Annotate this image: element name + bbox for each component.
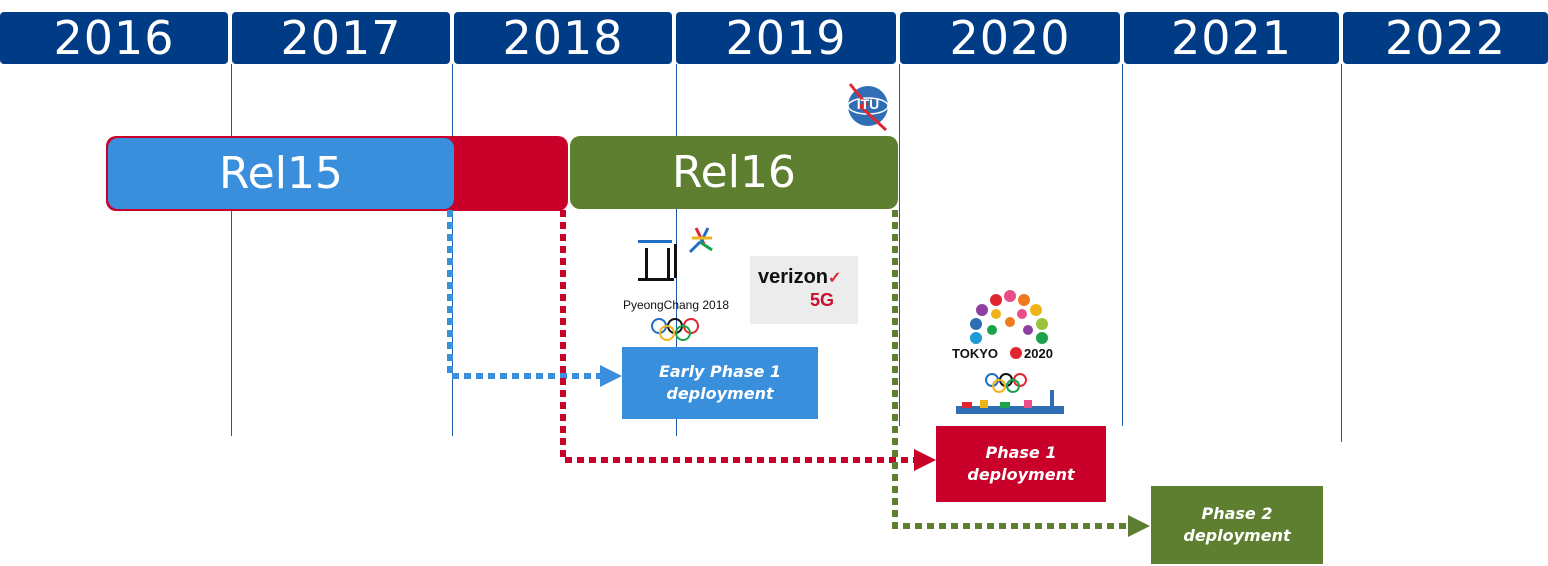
phase1-line2: deployment — [967, 465, 1075, 484]
tokyo2020-emblem-icon — [956, 290, 1064, 414]
itu-text: ITU — [856, 96, 880, 112]
phase2-line2: deployment — [1183, 526, 1291, 545]
year-2019: 2019 — [676, 12, 896, 64]
phase2-line1: Phase 2 — [1201, 504, 1273, 523]
early-phase1-arrowhead — [600, 365, 622, 387]
phase2-arrow — [892, 210, 1132, 529]
rel16-label: Rel16 — [672, 147, 796, 198]
verizon-check-icon: ✓ — [828, 270, 842, 287]
early-phase1-line1: Early Phase 1 — [658, 362, 782, 381]
year-2018: 2018 — [454, 12, 672, 64]
gridline — [231, 64, 232, 436]
phase1-arrowhead — [914, 449, 936, 471]
verizon-5g-text: 5G — [810, 290, 835, 310]
early-phase1-arrow — [447, 210, 604, 379]
pyeongchang-logo: PyeongChang 2018 — [612, 222, 742, 342]
rel15-bar: Rel15 — [108, 138, 454, 209]
tokyo-text-left: TOKYO — [952, 346, 998, 361]
itu-logo: ITU — [840, 78, 896, 134]
year-2020: 2020 — [900, 12, 1120, 64]
verizon-wordmark: verizon✓ — [758, 266, 842, 288]
early-phase1-line2: deployment — [666, 384, 774, 403]
phase2-arrowhead — [1128, 515, 1150, 537]
tokyo2020-logo: TOKYO 2020 — [952, 290, 1072, 420]
early-phase1-box: Early Phase 1 deployment — [622, 347, 818, 419]
verizon-5g-logo: verizon✓ 5G — [750, 256, 858, 324]
phase2-box: Phase 2 deployment — [1151, 486, 1323, 564]
year-2016: 2016 — [0, 12, 228, 64]
rel16-bar: Rel16 — [570, 136, 898, 209]
gridline — [1341, 64, 1342, 442]
phase1-arrow — [560, 210, 918, 463]
phase1-box: Phase 1 deployment — [936, 426, 1106, 502]
year-2017: 2017 — [232, 12, 450, 64]
phase1-line1: Phase 1 — [985, 443, 1057, 462]
rel15-label: Rel15 — [219, 148, 343, 199]
gridline — [899, 64, 900, 426]
olympic-rings-icon — [651, 318, 699, 341]
tokyo-text-right: 2020 — [1024, 346, 1053, 361]
pyeongchang-text: PyeongChang 2018 — [622, 298, 730, 312]
year-2022: 2022 — [1343, 12, 1548, 64]
itu-emblem-icon — [847, 83, 889, 132]
year-2021: 2021 — [1124, 12, 1339, 64]
pyeongchang-emblem-icon — [638, 227, 713, 281]
gridline — [1122, 64, 1123, 426]
